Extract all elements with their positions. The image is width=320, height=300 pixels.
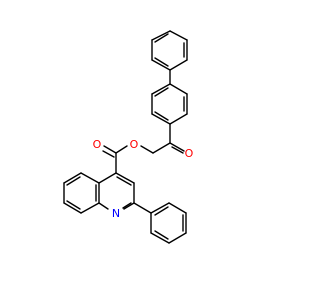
ester-double-bond-inner xyxy=(102,150,115,158)
quinoline-benzo-ring xyxy=(63,172,100,214)
middle-phenylene-ring xyxy=(151,83,188,125)
ketone-double-bond-inner xyxy=(171,146,184,154)
methylene-oxygen-bond xyxy=(140,145,154,154)
structure-diagram: O O O N xyxy=(63,30,194,244)
molecule-drawing: O O O N xyxy=(63,30,194,244)
quinoline-nitrogen-label: N xyxy=(112,207,120,220)
top-phenyl-ring xyxy=(151,30,188,71)
quinoline-pyridine-ring xyxy=(98,172,135,210)
ketone-double-bond xyxy=(169,142,185,152)
oxygen-ester-carbon-bond xyxy=(115,145,128,154)
quinoline-phenyl-bond xyxy=(133,202,152,214)
ester-double-bond xyxy=(103,145,117,154)
ketone-methylene-bond xyxy=(152,142,171,154)
carbonyl-oxygen-label: O xyxy=(93,138,102,151)
ester-oxygen-label: O xyxy=(130,138,139,151)
ketone-oxygen-label: O xyxy=(185,147,194,160)
bottom-phenyl-ring xyxy=(150,202,187,244)
